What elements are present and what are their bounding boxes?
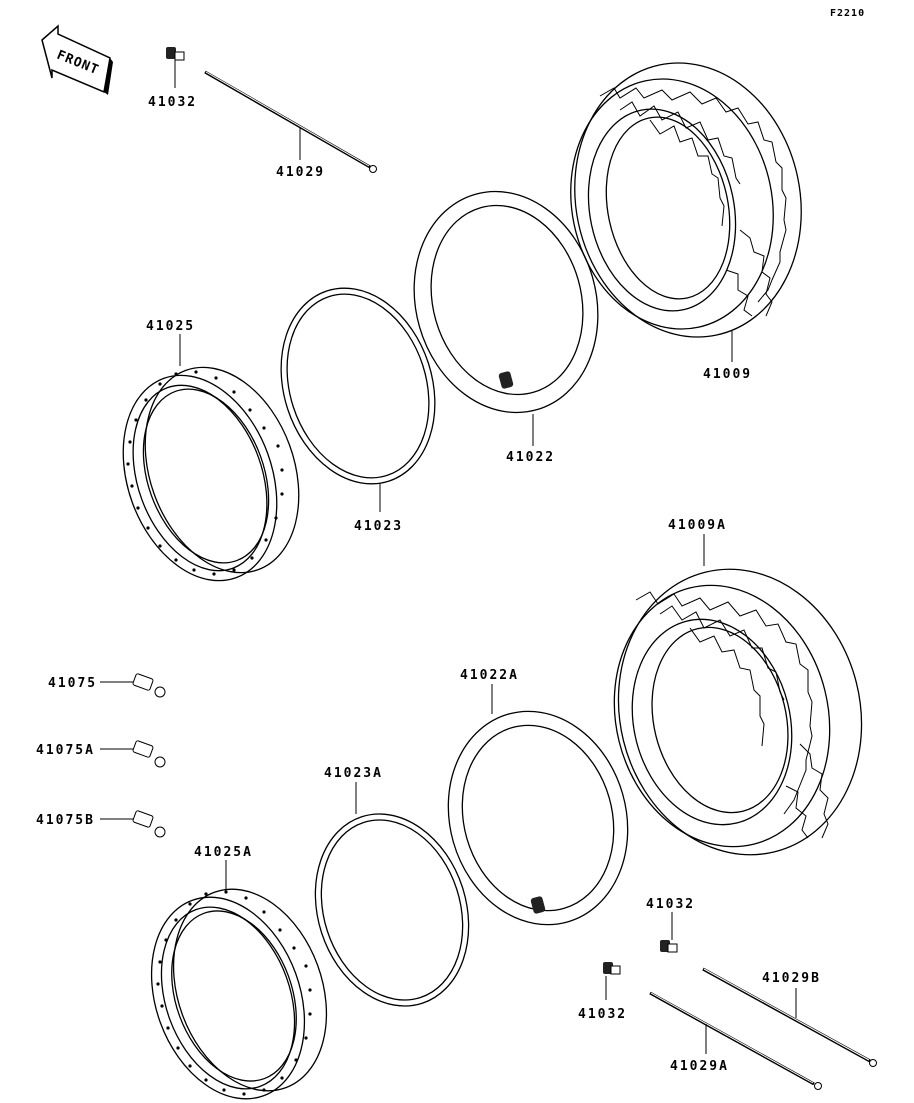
spoke-41029	[204, 70, 377, 173]
label-41009A: 41009A	[668, 518, 727, 533]
valve-41075	[100, 673, 166, 698]
rim-band-41023A	[314, 782, 470, 1007]
label-41022: 41022	[506, 450, 555, 465]
label-41022A: 41022A	[460, 668, 519, 683]
label-41032-top: 41032	[148, 95, 197, 110]
label-41025: 41025	[146, 319, 195, 334]
label-41075A: 41075A	[36, 743, 95, 758]
valve-cap-lower	[603, 962, 621, 1000]
label-41032-right: 41032	[646, 897, 695, 912]
label-41023A: 41023A	[324, 766, 383, 781]
rim-band-41023	[280, 287, 436, 512]
rear-tire-41009	[570, 62, 802, 362]
label-41075B: 41075B	[36, 813, 95, 828]
front-tire-41009A	[613, 534, 863, 856]
label-41029B: 41029B	[762, 971, 821, 986]
label-41009: 41009	[703, 367, 752, 382]
valve-41075B	[100, 810, 166, 838]
label-41075: 41075	[48, 676, 97, 691]
label-41025A: 41025A	[194, 845, 253, 860]
rim-41025	[122, 334, 300, 582]
label-41029: 41029	[276, 165, 325, 180]
valve-cap-top	[166, 47, 185, 88]
valve-cap-right	[660, 912, 678, 953]
front-arrow-icon: FRONT	[41, 24, 113, 95]
label-41023: 41023	[354, 519, 403, 534]
label-41029A: 41029A	[670, 1059, 729, 1074]
valve-41075A	[100, 740, 166, 768]
spoke-41029B	[702, 967, 877, 1067]
inner-tube-41022	[413, 190, 599, 446]
rim-41025A	[150, 860, 328, 1100]
figure-reference: F2210	[830, 8, 865, 19]
inner-tube-41022A	[447, 684, 629, 926]
spoke-41029A	[649, 991, 822, 1090]
label-41032-lower: 41032	[578, 1007, 627, 1022]
